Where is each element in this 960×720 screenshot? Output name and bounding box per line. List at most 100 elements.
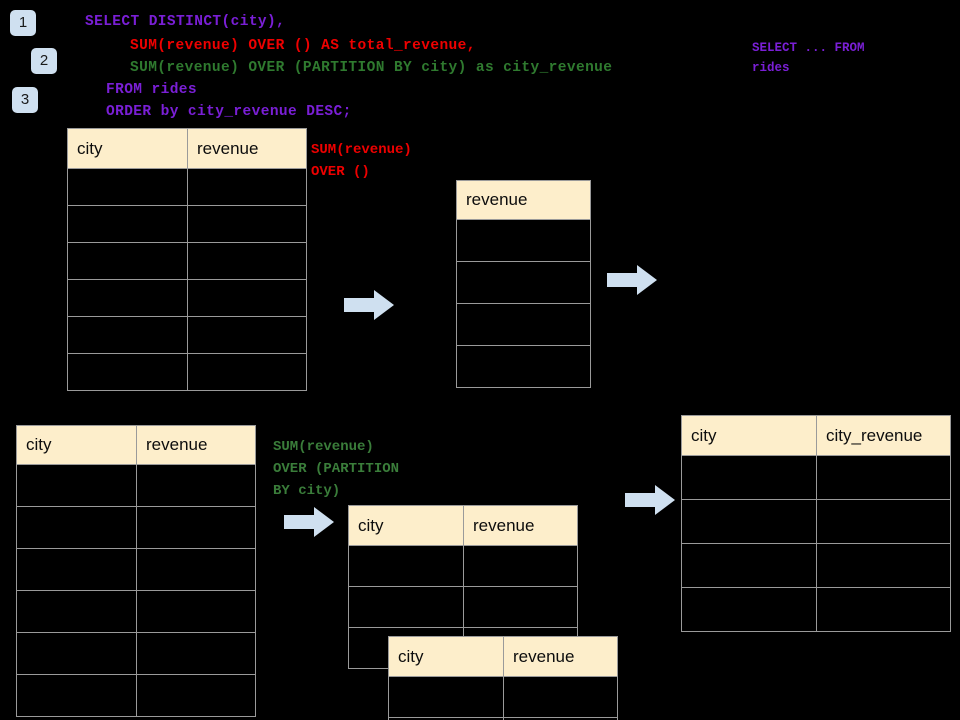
sql-line-city-revenue: SUM(revenue) OVER (PARTITION BY city) as… bbox=[130, 60, 613, 76]
table-header-row: revenue bbox=[456, 180, 591, 220]
table-row bbox=[16, 674, 256, 717]
column-header-city: city bbox=[67, 128, 188, 169]
annotation-total-revenue-line-1: SUM(revenue) bbox=[311, 142, 412, 158]
arrow-rides-to-total-revenue bbox=[344, 290, 394, 320]
table-row bbox=[16, 632, 256, 675]
table-cell bbox=[16, 506, 137, 549]
arrow-rides-to-partition bbox=[284, 507, 334, 537]
table-cell bbox=[136, 506, 256, 549]
table-row bbox=[16, 548, 256, 591]
table-row bbox=[681, 587, 951, 632]
column-header-revenue: revenue bbox=[136, 425, 256, 465]
table-cell bbox=[681, 587, 817, 632]
annotation-city-revenue-line-3: BY city) bbox=[273, 483, 341, 499]
table-header-row: city revenue bbox=[67, 128, 307, 169]
column-header-revenue: revenue bbox=[463, 505, 578, 546]
table-cell bbox=[456, 345, 591, 388]
table-row bbox=[16, 506, 256, 549]
sql-line-select: SELECT DISTINCT(city), bbox=[85, 14, 286, 30]
table-row bbox=[681, 499, 951, 544]
table-cell bbox=[16, 590, 137, 633]
table-cell bbox=[187, 353, 307, 391]
result-table: city city_revenue bbox=[681, 415, 951, 632]
sql-line-from: FROM rides bbox=[106, 82, 198, 98]
table-row bbox=[388, 676, 618, 718]
table-header-row: city revenue bbox=[16, 425, 256, 465]
table-cell bbox=[681, 455, 817, 500]
annotation-city-revenue-line-2: OVER (PARTITION bbox=[273, 461, 400, 477]
table-row bbox=[456, 219, 591, 262]
rides-source-table-2: city revenue bbox=[16, 425, 256, 717]
table-cell bbox=[16, 632, 137, 675]
arrow-total-revenue-to-result bbox=[607, 265, 657, 295]
table-cell bbox=[816, 499, 951, 544]
table-cell bbox=[187, 168, 307, 206]
column-header-city: city bbox=[16, 425, 137, 465]
arrow-partition-to-result bbox=[625, 485, 675, 515]
column-header-city: city bbox=[388, 636, 504, 677]
column-header-revenue: revenue bbox=[187, 128, 307, 169]
table-row bbox=[388, 717, 618, 720]
side-label-line-1: SELECT ... FROM bbox=[752, 41, 865, 55]
table-cell bbox=[456, 261, 591, 304]
annotation-total-revenue-line-2: OVER () bbox=[311, 164, 370, 180]
table-cell bbox=[67, 353, 188, 391]
table-cell bbox=[388, 676, 504, 718]
table-cell bbox=[136, 590, 256, 633]
table-cell bbox=[456, 303, 591, 346]
table-cell bbox=[503, 717, 618, 720]
table-cell bbox=[503, 676, 618, 718]
table-row bbox=[348, 586, 578, 628]
annotation-city-revenue-line-1: SUM(revenue) bbox=[273, 439, 374, 455]
table-cell bbox=[67, 205, 188, 243]
table-header-row: city city_revenue bbox=[681, 415, 951, 456]
table-cell bbox=[136, 548, 256, 591]
column-header-revenue: revenue bbox=[503, 636, 618, 677]
table-row bbox=[67, 168, 307, 206]
total-revenue-table: revenue bbox=[456, 180, 591, 388]
table-cell bbox=[348, 586, 464, 628]
table-cell bbox=[463, 545, 578, 587]
rides-source-table: city revenue bbox=[67, 128, 307, 391]
table-cell bbox=[16, 548, 137, 591]
table-row bbox=[456, 303, 591, 346]
sql-line-total-revenue: SUM(revenue) OVER () AS total_revenue, bbox=[130, 38, 476, 54]
table-row bbox=[67, 205, 307, 243]
table-cell bbox=[816, 587, 951, 632]
table-cell bbox=[67, 279, 188, 317]
table-row bbox=[67, 279, 307, 317]
table-cell bbox=[187, 205, 307, 243]
table-row bbox=[16, 590, 256, 633]
table-row bbox=[16, 464, 256, 507]
table-cell bbox=[456, 219, 591, 262]
table-cell bbox=[136, 632, 256, 675]
column-header-city-revenue: city_revenue bbox=[816, 415, 951, 456]
side-label-line-2: rides bbox=[752, 61, 790, 75]
table-cell bbox=[136, 464, 256, 507]
table-row bbox=[67, 316, 307, 354]
column-header-city: city bbox=[681, 415, 817, 456]
table-cell bbox=[816, 543, 951, 588]
table-cell bbox=[681, 499, 817, 544]
table-row bbox=[456, 345, 591, 388]
table-cell bbox=[67, 242, 188, 280]
table-cell bbox=[187, 316, 307, 354]
step-badge-3: 3 bbox=[12, 87, 38, 113]
column-header-city: city bbox=[348, 505, 464, 546]
column-header-revenue: revenue bbox=[456, 180, 591, 220]
table-row bbox=[681, 455, 951, 500]
step-badge-2: 2 bbox=[31, 48, 57, 74]
table-cell bbox=[67, 316, 188, 354]
sql-line-order-by: ORDER by city_revenue DESC; bbox=[106, 104, 352, 120]
table-header-row: city revenue bbox=[388, 636, 618, 677]
step-badge-1: 1 bbox=[10, 10, 36, 36]
table-row bbox=[67, 353, 307, 391]
table-row bbox=[67, 242, 307, 280]
table-cell bbox=[681, 543, 817, 588]
table-row bbox=[681, 543, 951, 588]
table-cell bbox=[16, 464, 137, 507]
table-cell bbox=[348, 545, 464, 587]
table-cell bbox=[816, 455, 951, 500]
table-header-row: city revenue bbox=[348, 505, 578, 546]
